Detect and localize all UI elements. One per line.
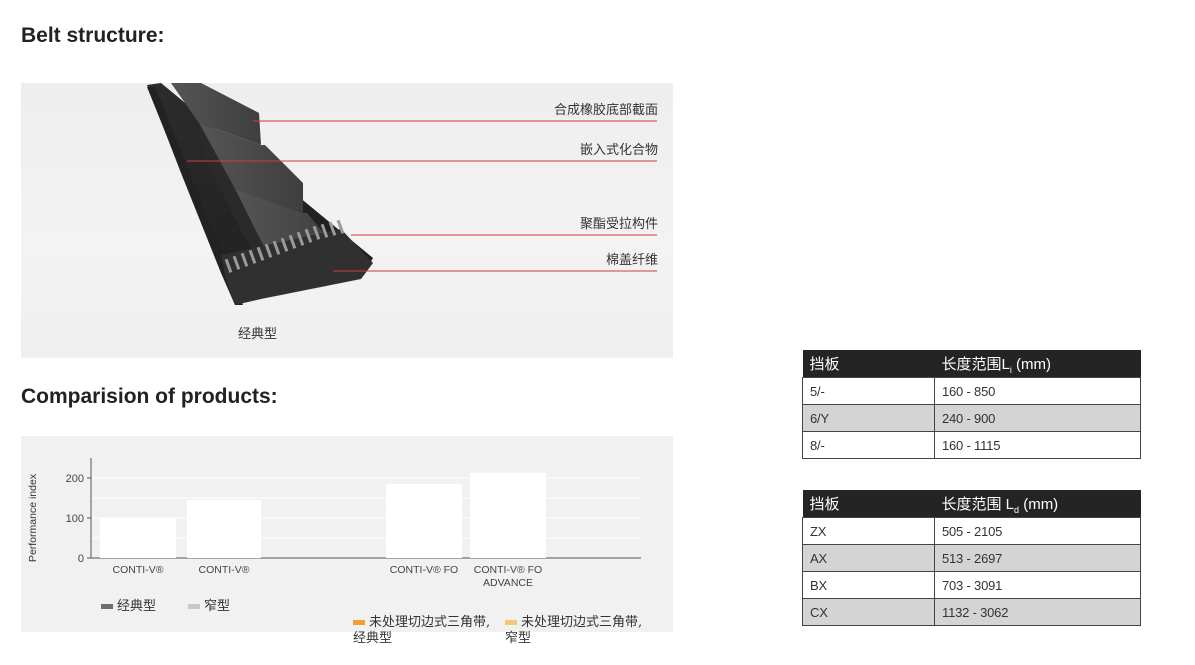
belt-structure-diagram: 合成橡胶底部截面 嵌入式化合物 聚酯受拉构件 棉盖纤维 经典型: [21, 83, 673, 358]
legend-label: 窄型: [204, 599, 231, 614]
x-tick-label: CONTI-V® FO: [474, 564, 542, 576]
legend-item-raw-edge-classic: 未处理切边式三角带, 经典型: [353, 599, 490, 647]
bar: [187, 500, 261, 558]
x-tick-label: CONTI-V® FO: [390, 564, 458, 576]
callout-polyester-tension-member: 聚酯受拉构件: [579, 217, 658, 232]
table-row: 5/-160 - 850: [802, 377, 1141, 405]
cell-range: 513 - 2697: [934, 544, 1141, 572]
belt-caption: 经典型: [238, 327, 278, 342]
cell-type: 8/-: [802, 431, 935, 459]
header-length-range: 长度范围 Ld (mm): [934, 490, 1141, 518]
bar: [100, 518, 176, 558]
cell-range: 160 - 850: [934, 377, 1141, 405]
bar: [470, 472, 546, 558]
table-header-row: 挡板 长度范围 Ld (mm): [802, 490, 1141, 518]
x-tick-label: CONTI-V®: [113, 564, 164, 576]
x-tick-label: ADVANCE: [483, 577, 533, 589]
callout-synthetic-rubber: 合成橡胶底部截面: [553, 103, 658, 118]
belt-structure-heading: Belt structure:: [21, 24, 165, 47]
legend-swatch: [353, 620, 365, 625]
callout-cotton-cover-fiber: 棉盖纤维: [605, 253, 658, 268]
cell-type: CX: [802, 598, 935, 626]
legend-label: 经典型: [117, 599, 157, 614]
y-axis-label: Performance index: [27, 473, 39, 562]
legend-label: 未处理切边式三角带, 窄型: [505, 615, 643, 646]
cell-type: ZX: [802, 517, 935, 545]
legend-item-raw-edge-narrow: 未处理切边式三角带, 窄型: [505, 599, 642, 647]
cell-type: 5/-: [802, 377, 935, 405]
legend-swatch: [101, 604, 113, 609]
cell-range: 240 - 900: [934, 404, 1141, 432]
cell-type: 6/Y: [802, 404, 935, 432]
cell-range: 160 - 1115: [934, 431, 1141, 459]
cell-type: AX: [802, 544, 935, 572]
y-tick-label: 100: [66, 513, 84, 525]
table-header-row: 挡板 长度范围Li (mm): [802, 350, 1141, 378]
header-length-range: 长度范围Li (mm): [934, 350, 1141, 378]
legend-item-narrow: 窄型: [188, 599, 230, 615]
header-baffle: 挡板: [802, 490, 935, 518]
callout-embedded-compound: 嵌入式化合物: [579, 143, 658, 158]
cell-range: 703 - 3091: [934, 571, 1141, 599]
legend-swatch: [188, 604, 200, 609]
header-baffle: 挡板: [802, 350, 935, 378]
cell-type: BX: [802, 571, 935, 599]
cell-range: 1132 - 3062: [934, 598, 1141, 626]
y-tick-label: 200: [66, 473, 84, 485]
legend-label: 未处理切边式三角带, 经典型: [353, 615, 491, 646]
bar: [386, 484, 462, 558]
legend-item-classic: 经典型: [101, 599, 156, 615]
cell-range: 505 - 2105: [934, 517, 1141, 545]
y-tick-label: 0: [78, 553, 84, 565]
belt-illustration: [147, 83, 657, 305]
comparison-heading: Comparision of products:: [21, 385, 278, 408]
table-row: 8/-160 - 1115: [802, 431, 1141, 459]
legend-swatch: [505, 620, 517, 625]
x-tick-label: CONTI-V®: [199, 564, 250, 576]
